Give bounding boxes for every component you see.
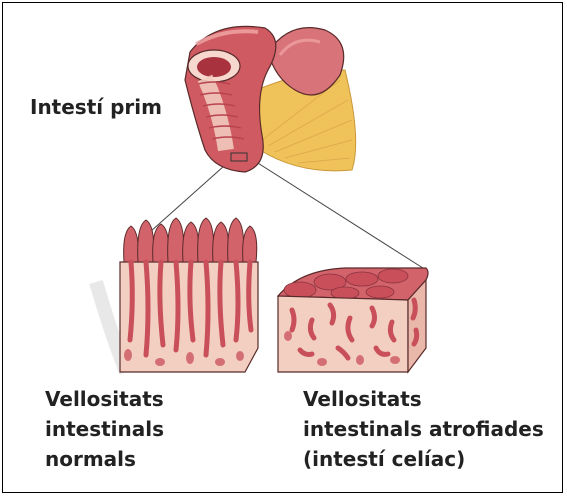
normal-villi-label-line-1: Vellositats [45, 384, 164, 414]
atrophied-villi-label-line-2: intestinals atrofiades [303, 414, 544, 444]
normal-villi-illustration [96, 218, 258, 372]
atrophied-villi-illustration [278, 268, 428, 372]
atrophied-villi-label-line-1: Vellositats [303, 384, 544, 414]
zoom-line-right [250, 158, 426, 270]
small-intestine-illustration [185, 26, 356, 172]
normal-villi-label: Vellositats intestinals normals [45, 384, 164, 474]
atrophied-villi-label: Vellositats intestinals atrofiades (inte… [303, 384, 544, 474]
atrophied-villi-label-line-3: (intestí celíac) [303, 444, 544, 474]
small-intestine-label: Intestí prim [30, 92, 162, 122]
normal-villi-label-line-2: intestinals [45, 414, 164, 444]
normal-villi-label-line-3: normals [45, 444, 164, 474]
